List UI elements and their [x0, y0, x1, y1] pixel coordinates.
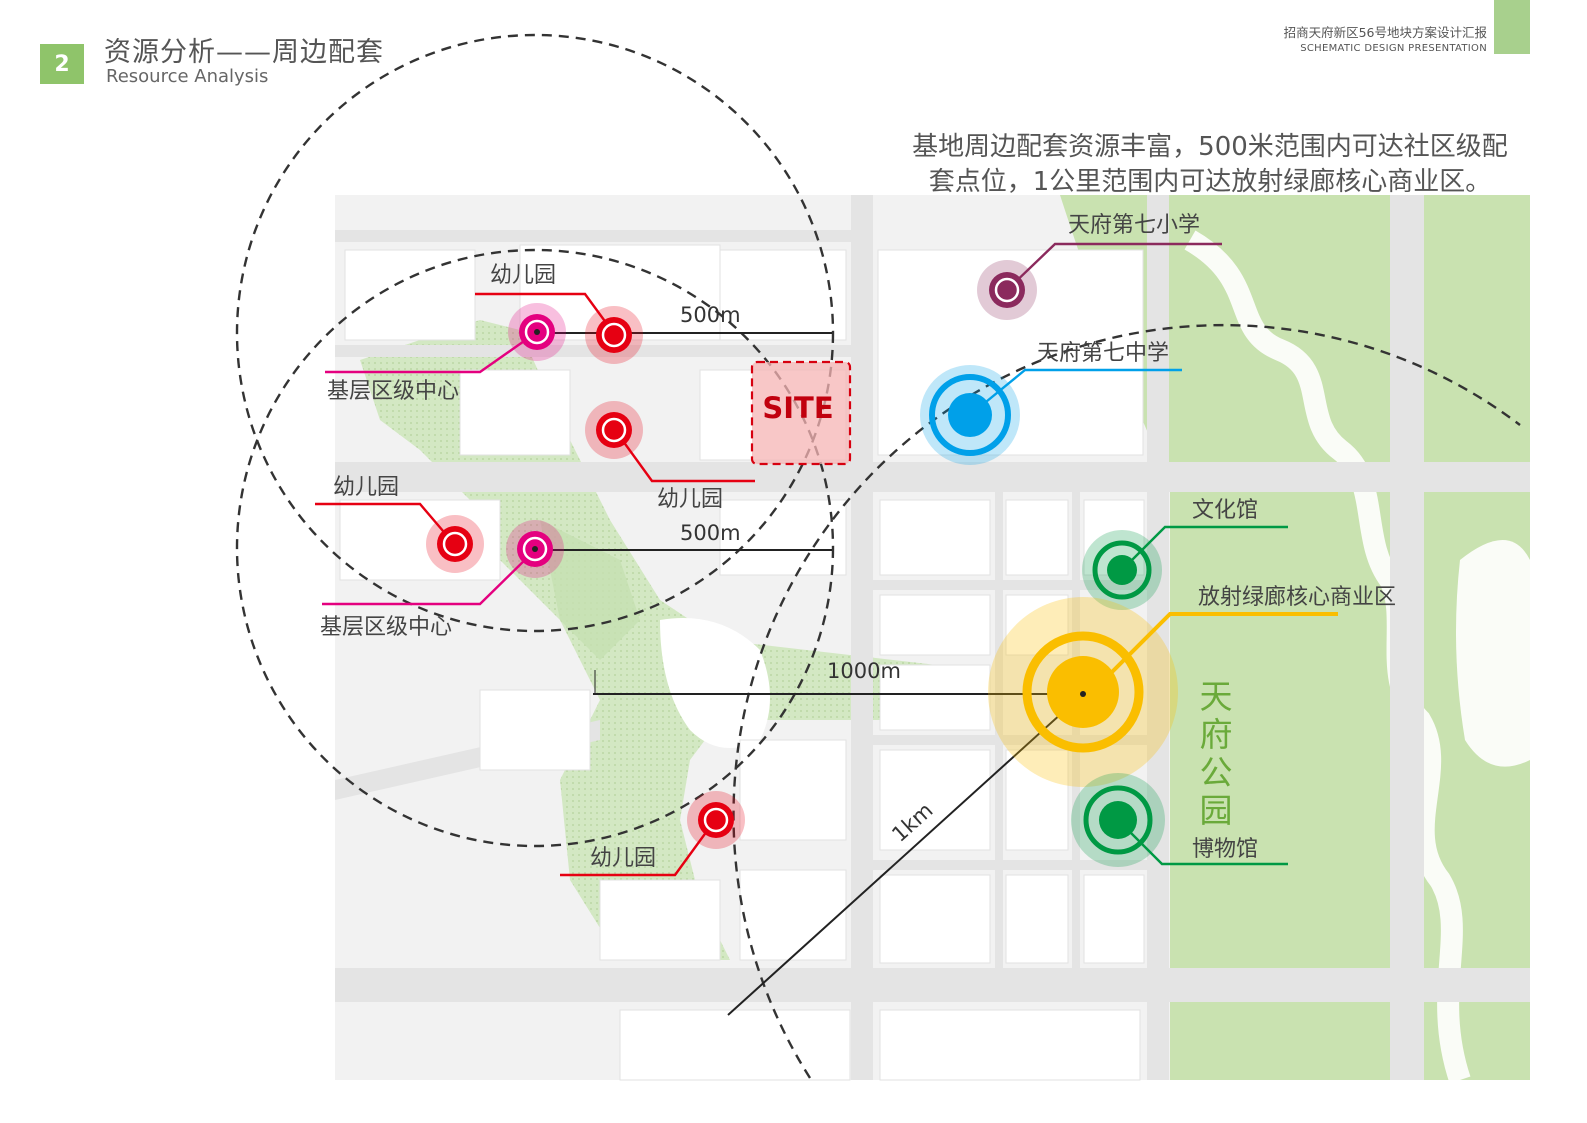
- kindergarten-label-3: 幼儿园: [333, 475, 399, 500]
- corner-accent-bar: [1494, 0, 1530, 54]
- poi-labels: 幼儿园 幼儿园 幼儿园 幼儿园 基层区级中心 基层区级中心 天府第七小学 天府第…: [320, 213, 1396, 871]
- kindergarten-label-1: 幼儿园: [490, 263, 556, 288]
- kindergarten-marker-4: [687, 791, 745, 849]
- lake: [660, 618, 770, 748]
- radius-label-500m-top: 500m: [680, 303, 741, 327]
- park-label-char-2: 府: [1200, 715, 1233, 754]
- buffer-circle-500m-mid: [235, 248, 835, 848]
- analysis-description: 基地周边配套资源丰富，500米范围内可达社区级配 套点位，1公里范围内可达放射绿…: [880, 130, 1540, 200]
- kindergarten-marker-1: [585, 306, 643, 364]
- park-label-char-3: 公: [1200, 753, 1233, 792]
- radius-lines: [535, 332, 1084, 1016]
- commercial-core-label: 放射绿廊核心商业区: [1198, 585, 1396, 610]
- commercial-core-marker: [988, 597, 1178, 787]
- museum-marker: [1071, 773, 1165, 867]
- site-label: SITE: [762, 391, 833, 425]
- project-title: 招商天府新区56号地块方案设计汇报: [1283, 25, 1487, 40]
- description-line-1: 基地周边配套资源丰富，500米范围内可达社区级配: [912, 132, 1508, 162]
- buffer-arc-1km: [732, 324, 1521, 1079]
- kindergarten-label-4: 幼儿园: [590, 846, 656, 871]
- kindergarten-marker-2: [585, 401, 643, 459]
- radius-label-500m-mid: 500m: [680, 521, 741, 545]
- primary-school-label: 天府第七小学: [1068, 213, 1200, 238]
- road-network: [335, 195, 1530, 1080]
- section-number-badge: 2: [40, 44, 84, 84]
- park-label: 天 府 公 园: [1200, 677, 1233, 830]
- community-center-label-1: 基层区级中心: [327, 379, 459, 404]
- kindergarten-marker-3: [426, 515, 484, 573]
- cultural-center-label: 文化馆: [1192, 498, 1258, 523]
- site-marker: SITE: [750, 360, 852, 466]
- middle-school-marker: [920, 365, 1020, 465]
- middle-school-label: 天府第七中学: [1037, 341, 1169, 366]
- page-subtitle: Resource Analysis: [106, 66, 269, 87]
- park-label-char-1: 天: [1200, 677, 1233, 716]
- buffer-circle-500m-top: [235, 33, 835, 633]
- community-center-marker-1: [508, 303, 566, 361]
- page-title: 资源分析——周边配套: [104, 37, 384, 68]
- project-header: 招商天府新区56号地块方案设计汇报 SCHEMATIC DESIGN PRESE…: [1284, 22, 1487, 54]
- community-center-label-2: 基层区级中心: [320, 615, 452, 640]
- cultural-center-marker: [1082, 530, 1162, 610]
- park-label-char-4: 园: [1200, 791, 1233, 830]
- museum-label: 博物馆: [1192, 837, 1258, 862]
- buffer-circles: [235, 33, 1521, 1079]
- radius-label-1000m: 1000m: [827, 659, 901, 683]
- project-subtitle: SCHEMATIC DESIGN PRESENTATION: [1300, 43, 1487, 54]
- community-center-marker-2: [506, 520, 564, 578]
- poi-markers: [426, 260, 1178, 867]
- kindergarten-label-2: 幼儿园: [657, 487, 723, 512]
- description-line-2: 套点位，1公里范围内可达放射绿廊核心商业区。: [928, 167, 1492, 197]
- primary-school-marker: [977, 260, 1037, 320]
- base-map: [335, 195, 1530, 1084]
